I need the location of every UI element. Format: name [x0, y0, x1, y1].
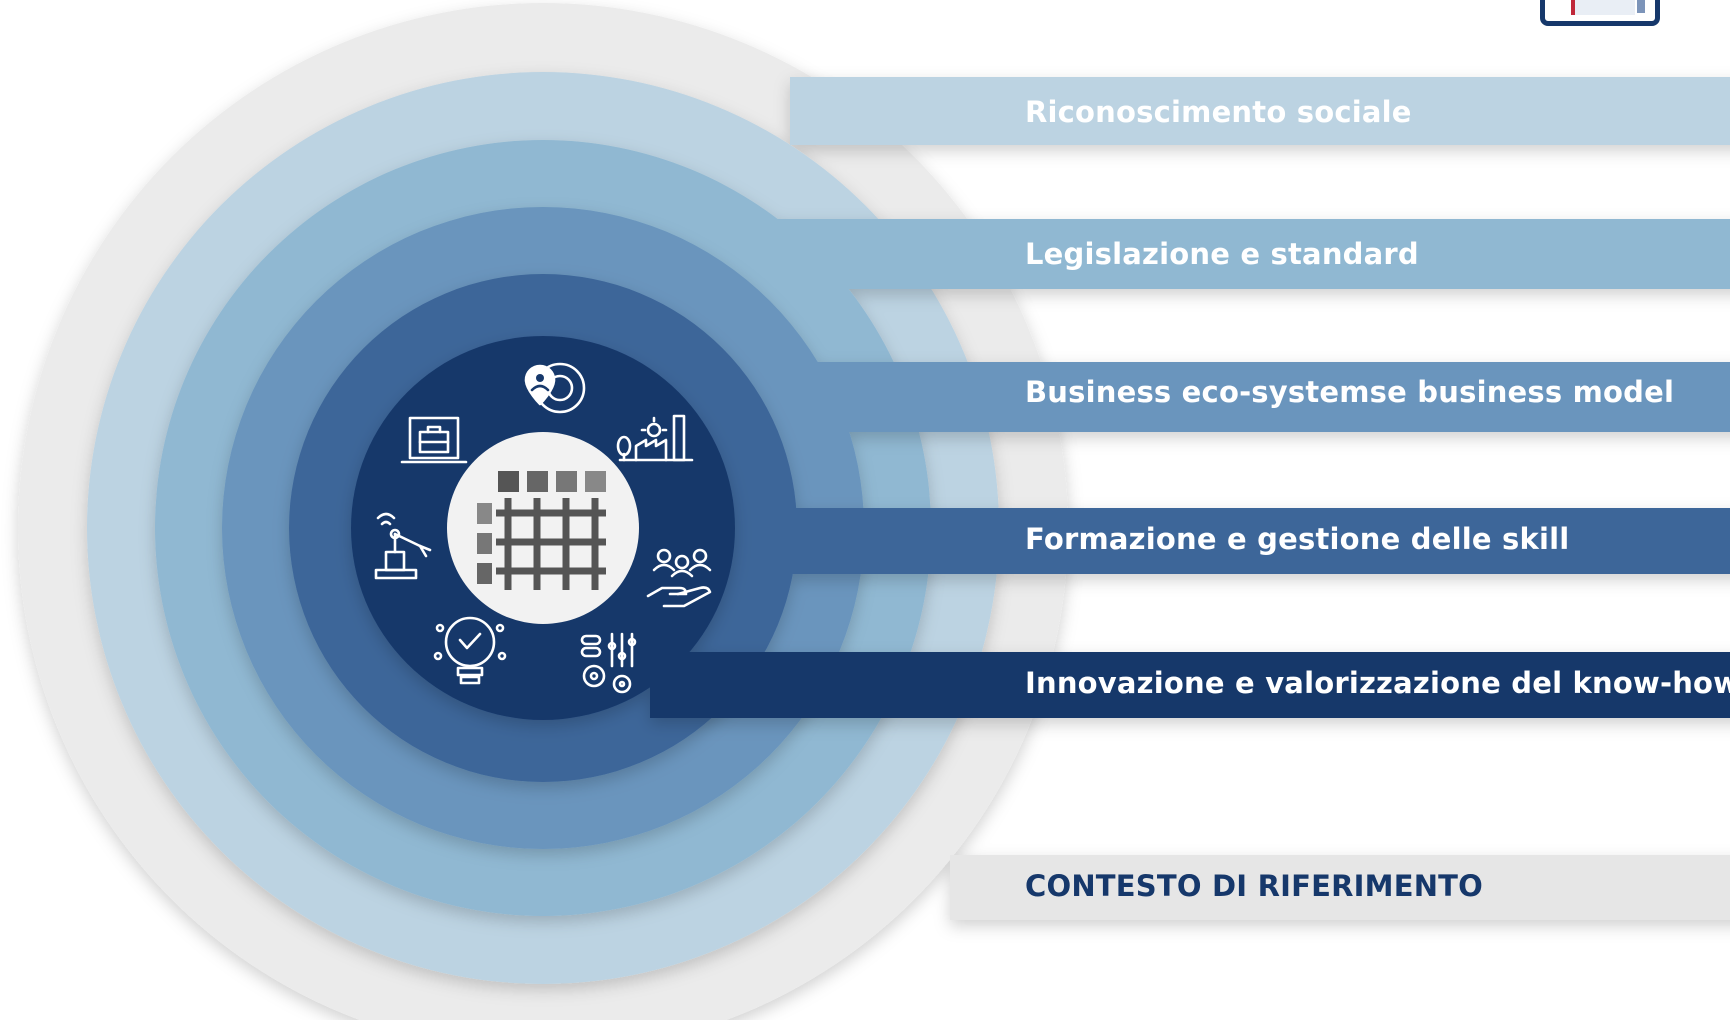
idea-bulb-icon [433, 616, 507, 685]
grid-matrix-icon [447, 432, 639, 624]
layer-label-1: Riconoscimento sociale [1025, 95, 1412, 129]
smart-factory-icon [616, 414, 694, 462]
band-5 [650, 652, 1730, 718]
band-4 [740, 508, 1730, 574]
context-band [950, 855, 1730, 920]
team-hand-icon [646, 548, 712, 608]
context-label: CONTESTO DI RIFERIMENTO [1025, 869, 1484, 903]
location-wrench-icon [524, 362, 586, 414]
band-1 [790, 77, 1730, 145]
layer-label-4: Formazione e gestione delle skill [1025, 522, 1570, 556]
briefcase-laptop-icon [400, 416, 468, 464]
robot-arm-wifi-icon [374, 512, 432, 580]
layer-label-2: Legislazione e standard [1025, 237, 1419, 271]
layer-label-3: Business eco-systemse business model [1025, 375, 1675, 409]
layer-label-5: Innovazione e valorizzazione del know-ho… [1025, 666, 1730, 700]
band-2 [760, 219, 1730, 289]
band-3 [790, 362, 1730, 432]
settings-sliders-gears-icon [580, 632, 637, 694]
brand-logo-icon [1540, 0, 1660, 26]
